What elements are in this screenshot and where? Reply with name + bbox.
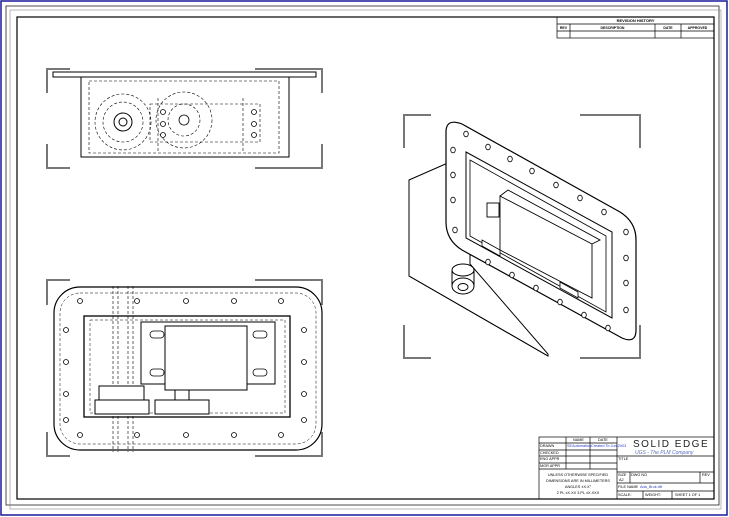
tb-note-4: 2 PL ±X.XX 3 PL ±X.XXX <box>556 491 600 495</box>
tb-size-label: SIZE <box>618 473 627 477</box>
tb-col-name: NAME <box>573 438 584 442</box>
rev-header-approved: APPROVED <box>687 26 708 30</box>
tb-note-2: DIMENSIONS ARE IN MILLIMETERS <box>546 479 610 483</box>
revision-table-grid <box>556 16 715 39</box>
top-view[interactable] <box>46 68 323 169</box>
tb-row-drawn-name: SEAutomation <box>567 444 592 448</box>
tb-title-label: TITLE <box>618 457 629 461</box>
tb-row-eng-appr-label: ENG APPR <box>540 457 560 461</box>
tb-weight-label: WEIGHT: <box>645 493 661 497</box>
tb-note-1: UNLESS OTHERWISE SPECIFIED <box>547 473 609 477</box>
tb-col-date: DATE <box>598 438 608 442</box>
tb-file-name-label: FILE NAME <box>618 485 639 489</box>
tb-row-drawn-label: DRAWN <box>540 444 555 448</box>
tb-note-3: ANGLES ±X.X° <box>564 485 592 489</box>
brand-subtitle: UGS - The PLM Company <box>635 450 694 456</box>
rev-header-description: DESCRIPTION <box>600 26 625 30</box>
tb-row-checked-label: CHECKED <box>540 451 559 455</box>
rev-header-rev: REV <box>559 26 568 30</box>
tb-rev-label: REV <box>702 473 710 477</box>
rev-header-date: DATE <box>663 26 673 30</box>
tb-dwg-label: DWG NO <box>631 473 648 477</box>
drawing-border <box>16 16 715 500</box>
brand-name: SOLID EDGE <box>633 439 710 450</box>
tb-scale-label: SCALE: <box>618 493 632 497</box>
isometric-view[interactable] <box>403 114 641 359</box>
tb-row-drawn-date: Created To Jun 2003 <box>591 444 627 448</box>
revision-history-title: REVISION HISTORY <box>616 18 655 23</box>
tb-size-value: A2 <box>619 478 624 482</box>
tb-row-mgr-appr-label: MGR APPR <box>540 464 561 468</box>
front-view[interactable] <box>46 279 323 457</box>
revision-history-table: REVISION HISTORY REV DESCRIPTION DATE AP… <box>557 17 714 38</box>
tb-file-name-value: Ada_Bruk.dft <box>640 485 662 489</box>
tb-sheet-label: SHEET 1 OF 1 <box>675 493 701 497</box>
title-block-grid <box>538 436 715 500</box>
